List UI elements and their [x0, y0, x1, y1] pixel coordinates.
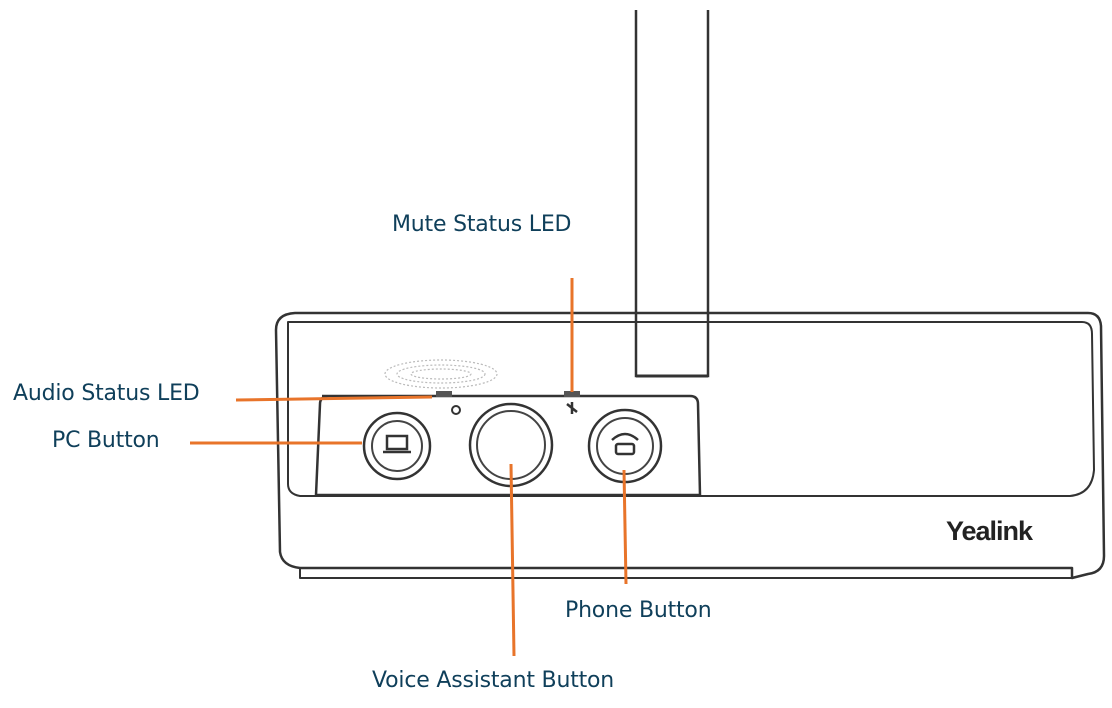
mute-status-led: [564, 391, 580, 414]
callout-line-audio: [235, 395, 433, 402]
mute-status-led-label: Mute Status LED: [392, 212, 572, 237]
speaker-grille: [384, 359, 498, 389]
base-body: [274, 311, 1106, 580]
pc-button-label: PC Button: [52, 428, 160, 453]
phone-button-label: Phone Button: [565, 598, 712, 623]
button-panel: [314, 394, 702, 497]
callout-line-phone: [622, 469, 628, 585]
phone-button[interactable]: [587, 408, 663, 484]
pc-button[interactable]: [362, 411, 432, 481]
headset-icon: [451, 405, 461, 415]
laptop-icon: [383, 434, 411, 454]
audio-status-led: [436, 391, 461, 415]
voice-assistant-button-label: Voice Assistant Button: [372, 668, 615, 693]
mic-muted-icon: [566, 402, 578, 414]
callout-line-voice: [509, 463, 516, 657]
brand-logo: Yealink: [946, 516, 1033, 546]
stand-pole: [634, 10, 710, 378]
voice-assistant-button[interactable]: [468, 402, 554, 488]
audio-status-led-label: Audio Status LED: [13, 381, 200, 406]
phone-handset-icon: [611, 432, 639, 456]
callout-lines: [190, 278, 628, 657]
